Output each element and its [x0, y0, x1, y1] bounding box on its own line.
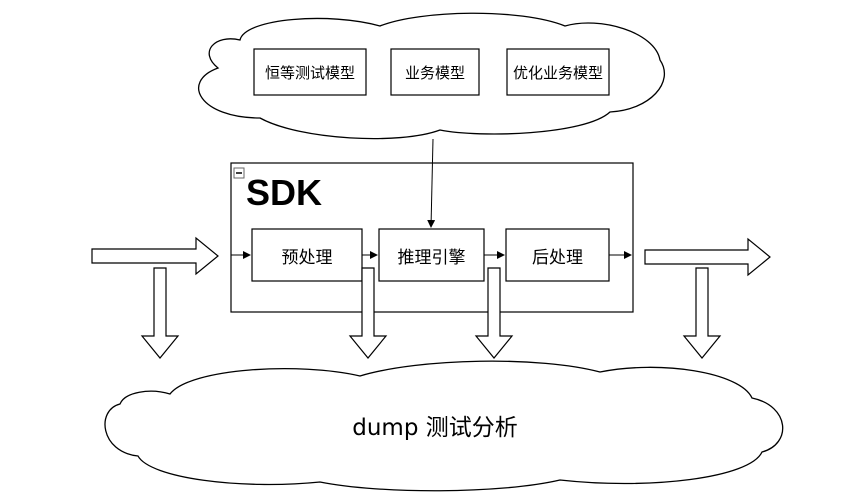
- stage-label-inference: 推理引擎: [397, 247, 466, 268]
- dump-arrow-input: [140, 267, 180, 359]
- model-label-identity: 恒等测试模型: [264, 63, 355, 82]
- dump-arrow-preprocess: [348, 267, 388, 359]
- dump-cloud: [104, 360, 784, 492]
- dump-arrow-output: [682, 267, 722, 359]
- model-label-business: 业务模型: [404, 63, 465, 82]
- model-label-optimized: 优化业务模型: [512, 63, 603, 82]
- model-box-optimized: [506, 48, 610, 96]
- model-box-identity: [253, 48, 367, 96]
- arrow-model-to-inference: [427, 138, 436, 228]
- sdk-title: SDK: [246, 172, 323, 213]
- stage-box-preprocess: [251, 228, 363, 282]
- input-block-arrow: [91, 236, 219, 276]
- dump-label: dump 测试分析: [352, 415, 518, 441]
- dump-arrow-inference: [474, 267, 514, 359]
- output-block-arrow: [644, 237, 771, 277]
- model-box-business: [390, 48, 480, 96]
- stage-label-postprocess: 后处理: [532, 247, 583, 268]
- stage-label-preprocess: 预处理: [281, 247, 333, 268]
